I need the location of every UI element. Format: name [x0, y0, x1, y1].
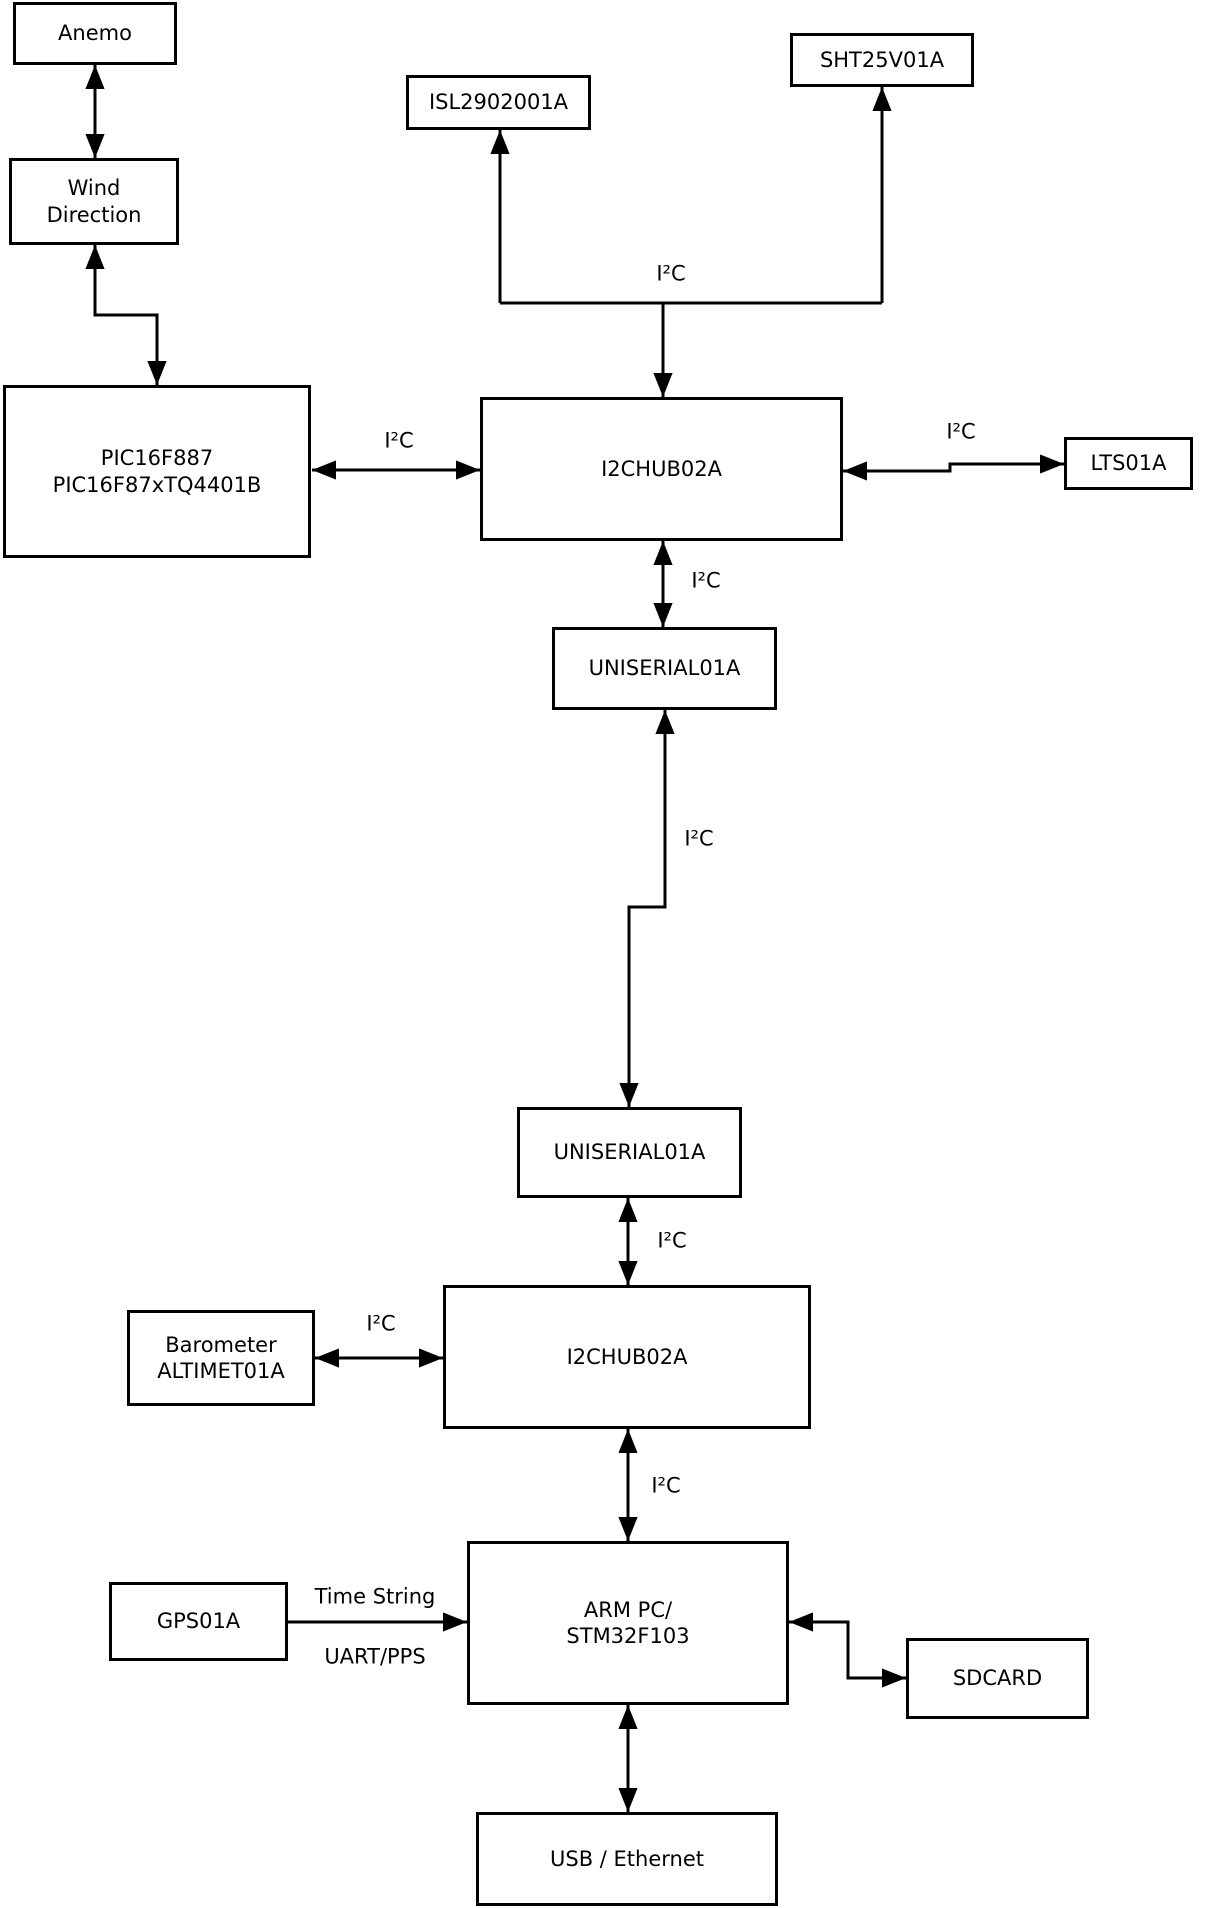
- edge-label-pic-hub-i2c: I²C: [382, 428, 416, 453]
- node-anemo-label: Anemo: [58, 21, 132, 46]
- edge-label-barometer-hub-i2c: I²C: [364, 1311, 398, 1336]
- edge-label-uniserial-hub-i2c: I²C: [655, 1228, 689, 1253]
- edge-uniserial-upper-uniserial-lower: [619, 710, 675, 1107]
- node-gps01a: GPS01A: [109, 1582, 288, 1661]
- node-uniserial-lower: UNISERIAL01A: [517, 1107, 742, 1198]
- node-uniserial-upper-label: UNISERIAL01A: [588, 656, 741, 681]
- node-lts01a: LTS01A: [1064, 437, 1193, 490]
- node-usb-ethernet: USB / Ethernet: [476, 1812, 778, 1906]
- node-gps01a-label: GPS01A: [156, 1609, 241, 1634]
- node-i2chub-upper: I2CHUB02A: [480, 397, 843, 541]
- node-isl2902001a: ISL2902001A: [406, 75, 591, 130]
- edge-label-sensor-bus-i2c: I²C: [654, 261, 688, 286]
- node-i2chub-lower-label: I2CHUB02A: [566, 1344, 688, 1369]
- node-sdcard-label: SDCARD: [952, 1666, 1043, 1691]
- node-wind-direction-label: Wind Direction: [46, 176, 142, 227]
- node-i2chub-lower: I2CHUB02A: [443, 1285, 811, 1429]
- node-uniserial-lower-label: UNISERIAL01A: [553, 1140, 706, 1165]
- node-pic16f887: PIC16F887 PIC16F87xTQ4401B: [3, 385, 311, 558]
- node-usb-ethernet-label: USB / Ethernet: [550, 1846, 704, 1871]
- edge-label-uniserial-link-i2c: I²C: [682, 826, 716, 851]
- node-sht25v01a: SHT25V01A: [790, 33, 974, 87]
- edge-label-hub-lts-i2c: I²C: [944, 419, 978, 444]
- edge-arm-pc-sdcard: [789, 1612, 906, 1688]
- node-sht25v01a-label: SHT25V01A: [819, 47, 945, 72]
- node-wind-direction: Wind Direction: [9, 158, 179, 245]
- node-anemo: Anemo: [13, 2, 177, 65]
- edge-wind-direction-pic16f887: [85, 245, 167, 385]
- node-uniserial-upper: UNISERIAL01A: [552, 627, 777, 710]
- node-arm-pc: ARM PC/ STM32F103: [467, 1541, 789, 1705]
- edge-label-gps-uart-pps: UART/PPS: [322, 1644, 428, 1669]
- edge-label-gps-time-string: Time String: [312, 1584, 438, 1609]
- node-barometer-label: Barometer ALTIMET01A: [157, 1332, 285, 1383]
- node-barometer: Barometer ALTIMET01A: [127, 1310, 315, 1406]
- node-pic16f887-label: PIC16F887 PIC16F87xTQ4401B: [52, 446, 262, 497]
- edge-i2chub-upper-lts01a: [843, 454, 1064, 481]
- node-i2chub-upper-label: I2CHUB02A: [601, 456, 722, 481]
- node-arm-pc-label: ARM PC/ STM32F103: [566, 1597, 690, 1648]
- node-lts01a-label: LTS01A: [1090, 451, 1167, 476]
- node-sdcard: SDCARD: [906, 1638, 1089, 1719]
- edge-label-hub-uniserial-i2c: I²C: [689, 568, 723, 593]
- edge-label-hub-armpc-i2c: I²C: [649, 1473, 683, 1498]
- node-isl2902001a-label: ISL2902001A: [428, 90, 569, 115]
